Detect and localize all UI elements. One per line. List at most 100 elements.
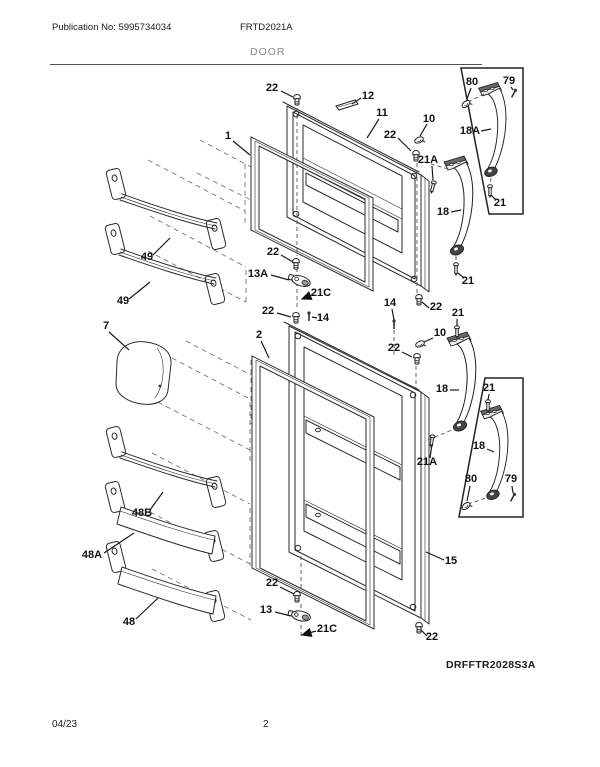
callout-1: 1 [225, 130, 231, 142]
callout-leader-49 [152, 237, 171, 256]
callout-21: 21 [462, 275, 474, 287]
callout-leader-22 [276, 312, 292, 318]
handle-inset-box-lower [458, 377, 524, 518]
fridge-door-gasket-2 [251, 355, 375, 630]
callout-13: 13 [260, 604, 272, 616]
callout-22: 22 [388, 342, 400, 354]
callout-leader-21 [457, 272, 465, 279]
door-shelf-48B [106, 426, 227, 508]
door-shelf-49-upper [106, 168, 227, 250]
callout-21A: 21A [417, 456, 437, 468]
freezer-door-gasket-1 [250, 136, 374, 292]
callout-21C: 21C [311, 287, 331, 299]
callout-leader-13 [274, 611, 292, 617]
handle-inset-box-upper [460, 67, 524, 215]
callout-leader-80 [466, 485, 471, 502]
callout-15: 15 [445, 555, 457, 567]
callout-leader-18A [480, 128, 492, 132]
part-screw [292, 312, 300, 324]
fridge-door-15 [283, 321, 430, 625]
callout-leader-21A [431, 165, 434, 181]
part-screw [415, 294, 423, 306]
dairy-cover-7 [115, 341, 172, 405]
part-screw [415, 622, 423, 634]
part-pin [307, 311, 311, 321]
section-title: DOOR [250, 46, 286, 58]
callout-leader-21 [487, 393, 490, 401]
part-pin [392, 319, 396, 329]
freezer-door-11 [282, 101, 430, 293]
callout-leader-13A [270, 274, 290, 281]
callout-leader-22 [280, 254, 294, 263]
callout-18: 18 [473, 440, 485, 452]
callout-leader-21C [300, 627, 317, 637]
callout-leader-2 [260, 340, 270, 359]
callout-48: 48 [123, 616, 135, 628]
callout-14: 14 [384, 297, 397, 309]
callout-7: 7 [103, 320, 109, 332]
header-rule [50, 64, 482, 65]
model-number: FRTD2021A [240, 22, 293, 33]
callout-leader-12 [351, 97, 362, 105]
drawing-code: DRFFTR2028S3A [446, 659, 536, 671]
callout-leader-22 [420, 629, 428, 637]
callout-80: 80 [466, 76, 478, 88]
callout-14: 14 [317, 312, 330, 324]
callout-79: 79 [505, 473, 517, 485]
callout-10: 10 [423, 113, 435, 125]
callout-49: 49 [141, 251, 153, 263]
door-shelf-49-lower [105, 223, 226, 305]
callout-12: 12 [362, 90, 374, 102]
callout-22: 22 [266, 82, 278, 94]
door-handle-18-boxed [480, 405, 509, 502]
callout-leader-49 [128, 281, 151, 300]
part-screw-long [428, 179, 438, 196]
part-grommet [414, 339, 427, 351]
footer-date: 04/23 [52, 719, 78, 730]
callout-22: 22 [262, 305, 274, 317]
callout-13A: 13A [248, 268, 268, 280]
part-grommet [413, 135, 426, 147]
door-handle-18-lower [446, 331, 477, 434]
projection-lines [147, 139, 252, 621]
callout-leader-14 [311, 316, 318, 319]
part-screw-long [453, 262, 459, 277]
callout-leader-80 [466, 87, 472, 100]
callout-leader-79 [510, 86, 514, 91]
callout-leader-11 [366, 118, 380, 139]
callout-22: 22 [426, 631, 438, 643]
part-pin [510, 88, 518, 99]
callout-18A: 18A [460, 125, 480, 137]
callout-21A: 21A [418, 154, 438, 166]
publication-number: Publication No: 5995734034 [52, 22, 172, 33]
part-latch [286, 271, 313, 290]
callout-leader-14 [391, 308, 395, 321]
callout-21: 21 [452, 307, 464, 319]
callout-80: 80 [465, 473, 477, 485]
callout-2: 2 [256, 329, 262, 341]
callout-leader-48 [135, 597, 159, 620]
callout-leader-10 [419, 123, 428, 137]
part-screw [292, 258, 300, 270]
callout-18: 18 [436, 383, 448, 395]
callout-leader-7 [108, 331, 130, 351]
callout-21C: 21C [317, 623, 337, 635]
callout-48B: 48B [132, 507, 152, 519]
callout-11: 11 [376, 107, 388, 119]
callout-leader-21A [429, 443, 433, 459]
door-bin-48A [105, 481, 225, 562]
callout-leader-22 [279, 586, 295, 595]
callout-leader-22 [280, 90, 294, 98]
callout-22: 22 [266, 577, 278, 589]
callout-leader-21 [490, 194, 497, 201]
callout-leader-10 [423, 337, 434, 343]
callout-leader-18 [486, 448, 495, 453]
part-screw [293, 591, 301, 603]
part-pin [509, 492, 517, 503]
callout-leader-1 [232, 140, 251, 156]
callout-22: 22 [430, 301, 442, 313]
callout-22: 22 [384, 129, 396, 141]
callout-48A: 48A [82, 549, 102, 561]
